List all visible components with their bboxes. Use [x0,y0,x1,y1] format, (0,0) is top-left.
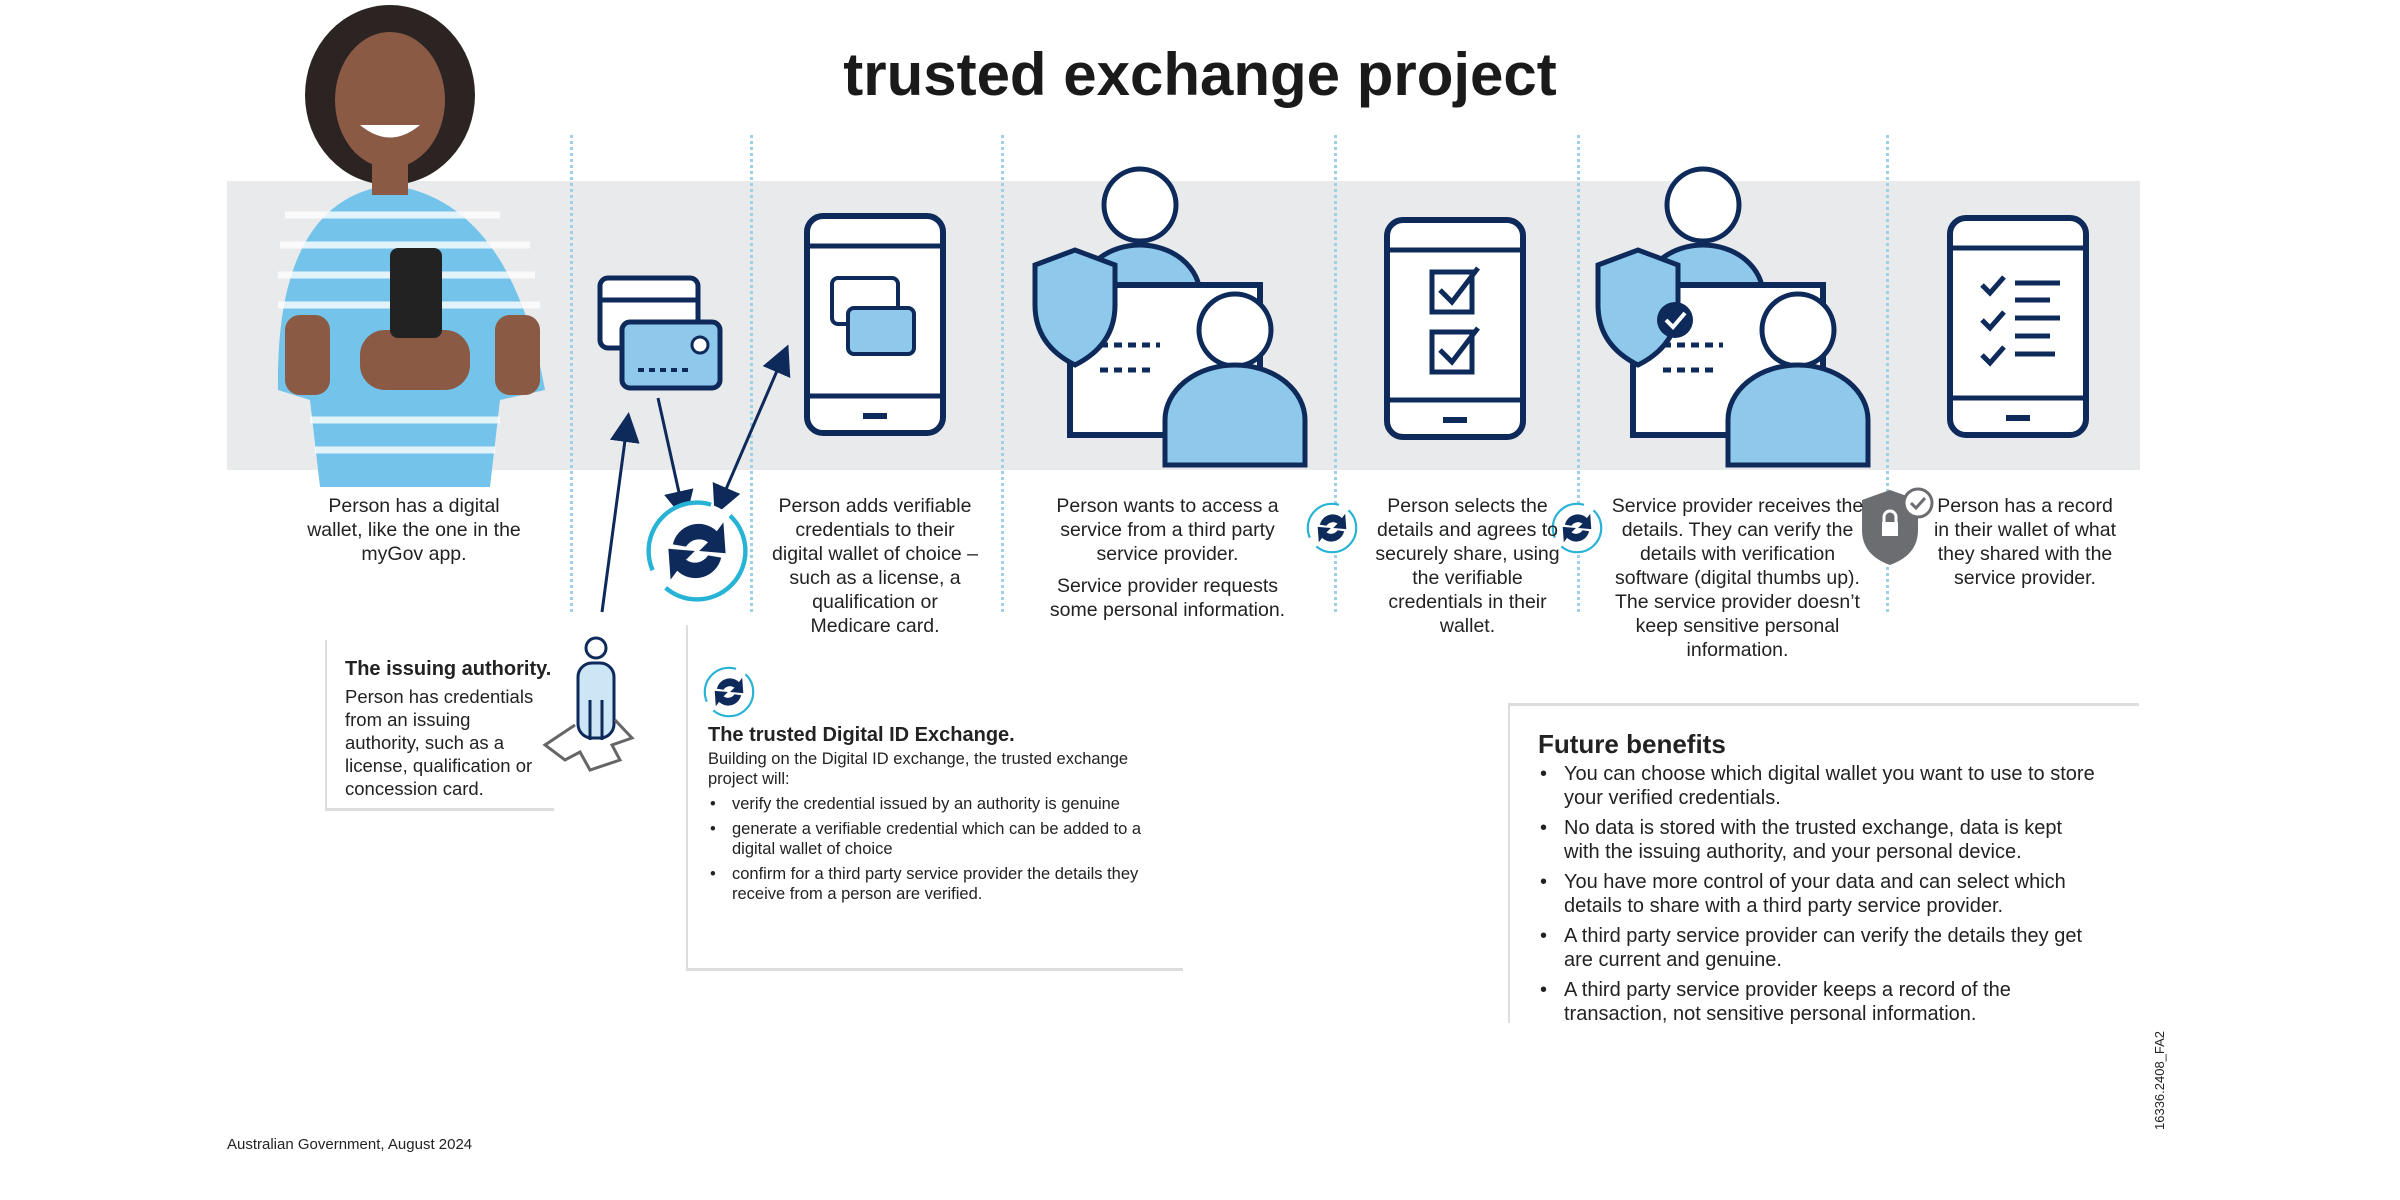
phone-icon [1950,218,2086,435]
arrow [712,344,791,516]
document-code: 16336.2408_FA2 [2152,1030,2167,1130]
divider [1886,135,1889,612]
footer-credit: Australian Government, August 2024 [227,1136,473,1153]
step-1-text: Person has a digital wallet, like the on… [300,494,528,566]
sync-icon [649,503,746,600]
issuing-authority-box: The issuing authority. Person has creden… [325,640,554,811]
check-icon [1657,302,1693,338]
step-6-text: Person has a record in their wallet of w… [1930,494,2120,590]
digital-id-intro: Building on the Digital ID exchange, the… [708,750,1129,788]
arrow [656,397,694,521]
step-description: Person selects the details and agrees to… [1375,495,1560,637]
sync-icon [1306,502,1358,554]
list-item: verify the credential issued by an autho… [708,794,1178,814]
checklist-icon [1980,275,2060,367]
future-benefits-box: Future benefits You can choose which dig… [1508,703,2139,1026]
future-benefits-title: Future benefits [1538,729,1726,759]
person-figure-icon [542,636,635,772]
divider [1577,135,1580,612]
phone-icon [1387,220,1523,437]
digital-id-exchange-box: The trusted Digital ID Exchange. Buildin… [686,625,1183,971]
list-item: You can choose which digital wallet you … [1538,762,2098,810]
issuing-authority-title: The issuing authority. [345,658,552,680]
checkbox-icon [1429,266,1480,375]
shield-lock-icon [1862,487,1934,565]
step-3-text: Person wants to access a service from a … [1035,494,1300,622]
list-item: You have more control of your data and c… [1538,870,2098,918]
step-description: Person adds verifiable credentials to th… [772,495,978,637]
digital-id-title: The trusted Digital ID Exchange. [708,724,1015,746]
divider [570,135,573,612]
woman-illustration [277,5,545,487]
credential-cards-icon [597,275,723,391]
people-computer-icon [1598,169,1868,465]
step-description: Person has a digital wallet, like the on… [307,495,521,565]
list-item: A third party service provider keeps a r… [1538,978,2098,1026]
step-description: Person has a record in their wallet of w… [1933,495,2117,589]
credential-cards-icon [830,276,916,356]
divider [1334,135,1337,612]
list-item: No data is stored with the trusted excha… [1538,816,2098,864]
step-description: Person wants to access a service from a … [1056,495,1279,565]
list-item: generate a verifiable credential which c… [708,819,1178,859]
step-description: Service provider requests some personal … [1049,575,1286,621]
arrow [600,412,640,613]
divider [1001,135,1004,612]
step-2-text: Person adds verifiable credentials to th… [770,494,980,638]
issuing-authority-text: Person has credentials from an issuing a… [345,686,534,799]
step-5-text: Service provider receives the details. T… [1605,494,1870,662]
list-item: confirm for a third party service provid… [708,864,1178,904]
list-item: A third party service provider can verif… [1538,924,2098,972]
page-title: trusted exchange project [843,41,1557,108]
people-computer-icon [1035,169,1305,465]
step-description: Service provider receives the details. T… [1611,495,1864,661]
step-4-text: Person selects the details and agrees to… [1365,494,1570,638]
